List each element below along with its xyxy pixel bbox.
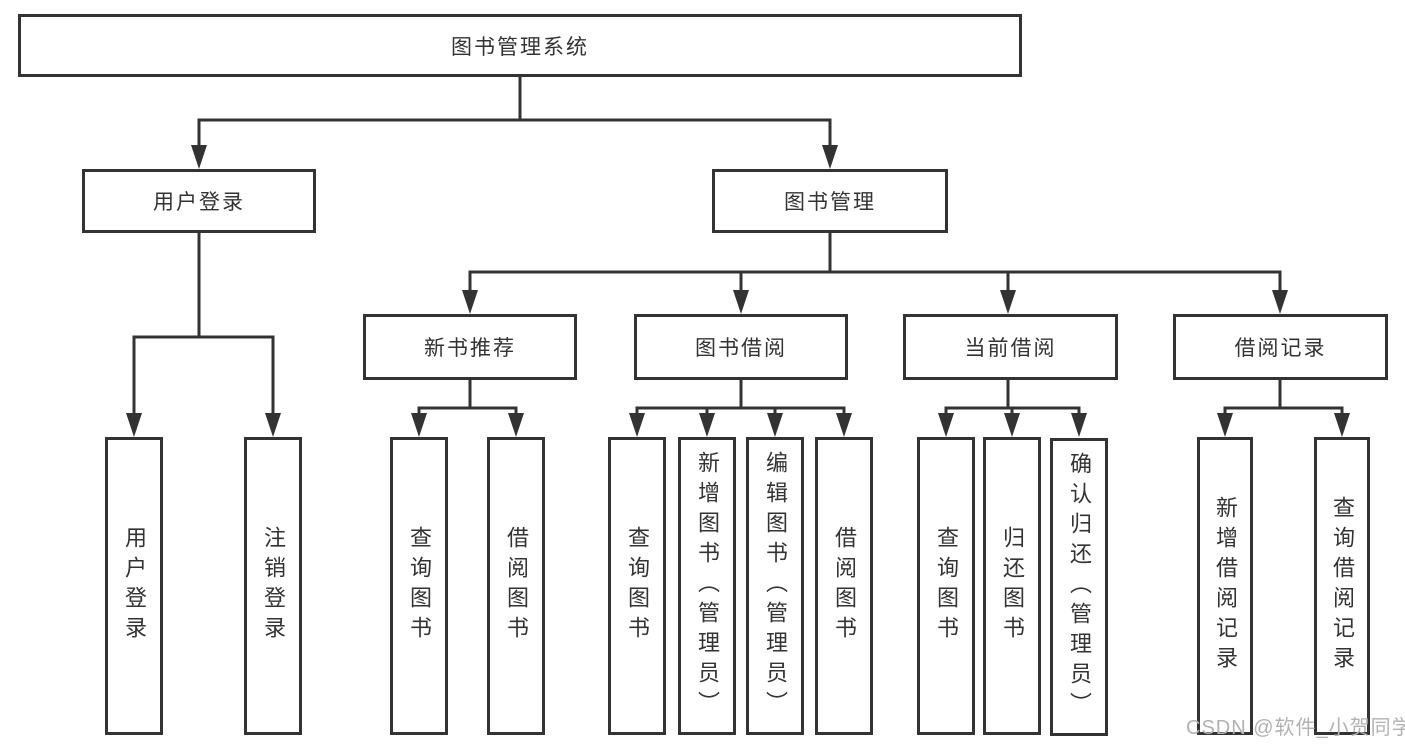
node-label: 新书推荐 bbox=[424, 337, 516, 360]
watermark: CSDN @软件_小贺同学 bbox=[1186, 717, 1405, 739]
leaf-confirm-return-admin: 确认归还（管理员） bbox=[1050, 438, 1108, 736]
node-borrow-records: 借阅记录 bbox=[1173, 314, 1388, 380]
leaf-return-books: 归还图书 bbox=[983, 437, 1041, 735]
node-new-book-recommend: 新书推荐 bbox=[363, 314, 577, 380]
leaf-add-books-admin: 新增图书（管理员） bbox=[678, 437, 736, 735]
node-book-management: 图书管理 bbox=[712, 169, 948, 233]
leaf-query-borrow-record: 查询借阅记录 bbox=[1314, 437, 1370, 735]
node-label: 归还图书 bbox=[1000, 526, 1025, 646]
node-label: 借阅图书 bbox=[832, 526, 857, 646]
leaf-query-books-recommend: 查询图书 bbox=[390, 437, 448, 735]
node-label: 当前借阅 bbox=[964, 337, 1057, 360]
node-book-borrow: 图书借阅 bbox=[634, 314, 848, 380]
node-label: 借阅图书 bbox=[504, 526, 529, 646]
node-label: 查询借阅记录 bbox=[1330, 496, 1355, 676]
node-label: 查询图书 bbox=[407, 526, 432, 646]
node-label: 图书管理系统 bbox=[451, 35, 589, 59]
leaf-user-login: 用户登录 bbox=[105, 437, 163, 735]
node-current-borrow: 当前借阅 bbox=[903, 314, 1118, 380]
leaf-edit-books-admin: 编辑图书（管理员） bbox=[746, 437, 804, 735]
node-label: 借阅记录 bbox=[1234, 337, 1327, 360]
node-label: 查询图书 bbox=[934, 526, 959, 646]
leaf-borrow-books: 借阅图书 bbox=[815, 437, 873, 735]
node-label: 编辑图书（管理员） bbox=[763, 451, 788, 721]
node-label: 新增借阅记录 bbox=[1213, 496, 1238, 676]
node-label: 查询图书 bbox=[625, 526, 650, 646]
leaf-borrow-books-recommend: 借阅图书 bbox=[487, 437, 545, 735]
leaf-add-borrow-record: 新增借阅记录 bbox=[1197, 437, 1253, 735]
node-label: 用户登录 bbox=[153, 191, 245, 214]
node-label: 新增图书（管理员） bbox=[695, 451, 720, 721]
leaf-query-books-current: 查询图书 bbox=[917, 437, 975, 735]
node-label: 图书借阅 bbox=[695, 337, 787, 360]
node-label: 用户登录 bbox=[122, 526, 147, 646]
leaf-logout: 注销登录 bbox=[244, 437, 302, 735]
node-label: 确认归还（管理员） bbox=[1067, 452, 1092, 722]
node-label: 图书管理 bbox=[784, 191, 876, 214]
leaf-query-books-borrow: 查询图书 bbox=[608, 437, 666, 735]
node-user-login-group: 用户登录 bbox=[82, 169, 316, 233]
node-label: 注销登录 bbox=[261, 526, 286, 646]
node-root: 图书管理系统 bbox=[18, 14, 1022, 77]
